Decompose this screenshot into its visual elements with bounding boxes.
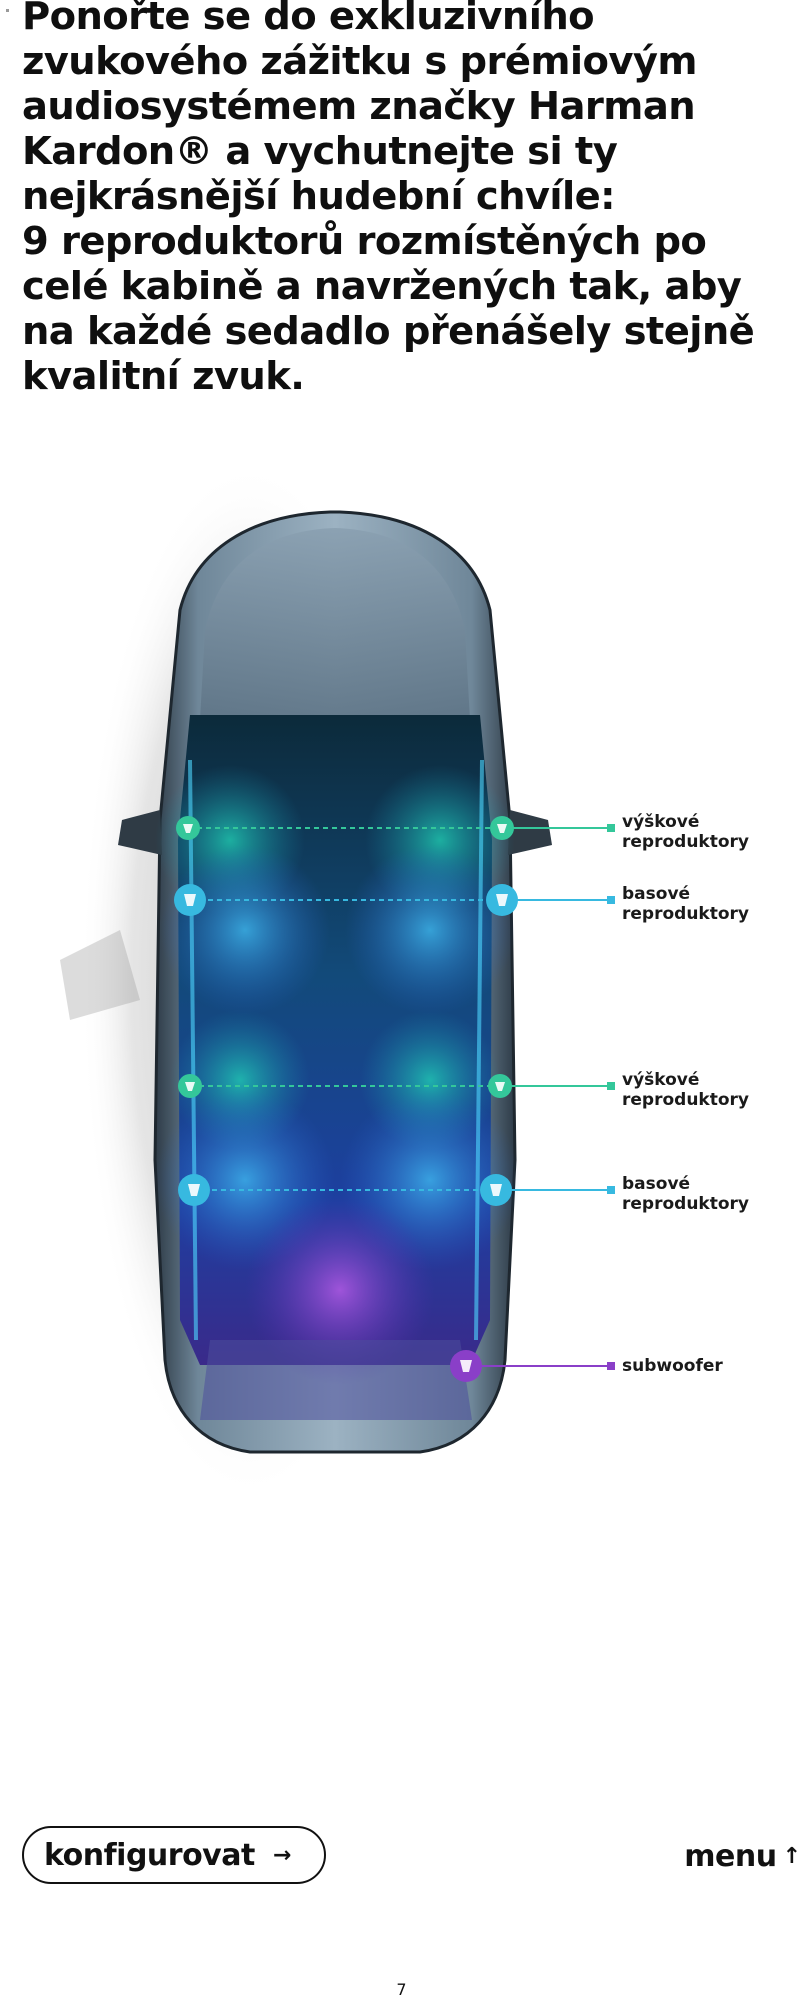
- speaker-icon: [176, 816, 200, 840]
- speaker-label-line: subwoofer: [622, 1356, 723, 1376]
- headline-line: 9 reproduktorů rozmístěných po: [22, 219, 707, 264]
- speaker-icon: [450, 1350, 482, 1382]
- speaker-icon: [486, 884, 518, 916]
- left-mirror: [118, 810, 162, 855]
- menu-button-label: menu: [684, 1838, 777, 1874]
- bass-front-marker: [607, 896, 615, 904]
- speaker-label-line: reproduktory: [622, 1090, 749, 1110]
- headline-line: na každé sedadlo přenášely stejně: [22, 309, 755, 354]
- speaker-label-line: výškové: [622, 812, 700, 832]
- headline-line: audiosystémem značky Harman: [22, 84, 696, 129]
- headline-line: kvalitní zvuk.: [22, 354, 305, 399]
- speaker-label-line: reproduktory: [622, 832, 749, 852]
- speaker-icon: [488, 1074, 512, 1098]
- sound-glow: [245, 1195, 435, 1385]
- corner-dot: [6, 9, 9, 12]
- speaker-label-line: basové: [622, 884, 691, 904]
- speaker-label-line: reproduktory: [622, 904, 749, 924]
- tweeter-front-marker: [607, 824, 615, 832]
- trunk: [200, 1340, 472, 1420]
- speaker-icon: [480, 1174, 512, 1206]
- sound-glow: [345, 845, 515, 1015]
- speaker-label-tweeter-rear: výškové reproduktory: [622, 1070, 749, 1110]
- sound-glow: [160, 845, 330, 1015]
- configure-button[interactable]: konfigurovat →: [22, 1826, 326, 1884]
- speaker-label-line: reproduktory: [622, 1194, 749, 1214]
- menu-button[interactable]: menu ↑: [673, 1836, 803, 1876]
- car-speaker-diagram: výškové reproduktory basové reproduktory…: [0, 460, 803, 1640]
- headline-line: zvukového zážitku s prémiovým: [22, 39, 697, 84]
- speaker-icon: [178, 1174, 210, 1206]
- arrow-right-icon: →: [272, 1842, 292, 1868]
- tweeter-rear-marker: [607, 1082, 615, 1090]
- configure-button-label: konfigurovat: [44, 1837, 255, 1873]
- speaker-label-line: výškové: [622, 1070, 700, 1090]
- speaker-label-line: basové: [622, 1174, 691, 1194]
- speaker-label-bass-rear: basové reproduktory: [622, 1174, 749, 1214]
- headline-line: Kardon® a vychutnejte si ty: [22, 129, 618, 174]
- speaker-icon: [178, 1074, 202, 1098]
- pillar-light: [188, 759, 198, 1341]
- speaker-label-subwoofer: subwoofer: [622, 1356, 723, 1376]
- car-top-view-image: [60, 460, 615, 1500]
- headline-line: nejkrásnější hudební chvíle:: [22, 174, 616, 219]
- headline-line: Ponořte se do exkluzivního: [22, 0, 595, 39]
- bass-rear-marker: [607, 1186, 615, 1194]
- right-mirror: [508, 810, 552, 855]
- subwoofer-marker: [607, 1362, 615, 1370]
- mirror-shadow: [60, 930, 140, 1020]
- headline-line: celé kabině a navržených tak, aby: [22, 264, 742, 309]
- page-number: 7: [396, 1980, 407, 1999]
- pillar-light: [474, 759, 484, 1341]
- page-headline: Ponořte se do exkluzivního zvukového záž…: [22, 0, 782, 399]
- speaker-icon: [490, 816, 514, 840]
- arrow-up-icon: ↑: [782, 1843, 801, 1869]
- speaker-label-tweeter-front: výškové reproduktory: [622, 812, 749, 852]
- speaker-label-bass-front: basové reproduktory: [622, 884, 749, 924]
- speaker-icon: [174, 884, 206, 916]
- car-hood: [200, 528, 470, 720]
